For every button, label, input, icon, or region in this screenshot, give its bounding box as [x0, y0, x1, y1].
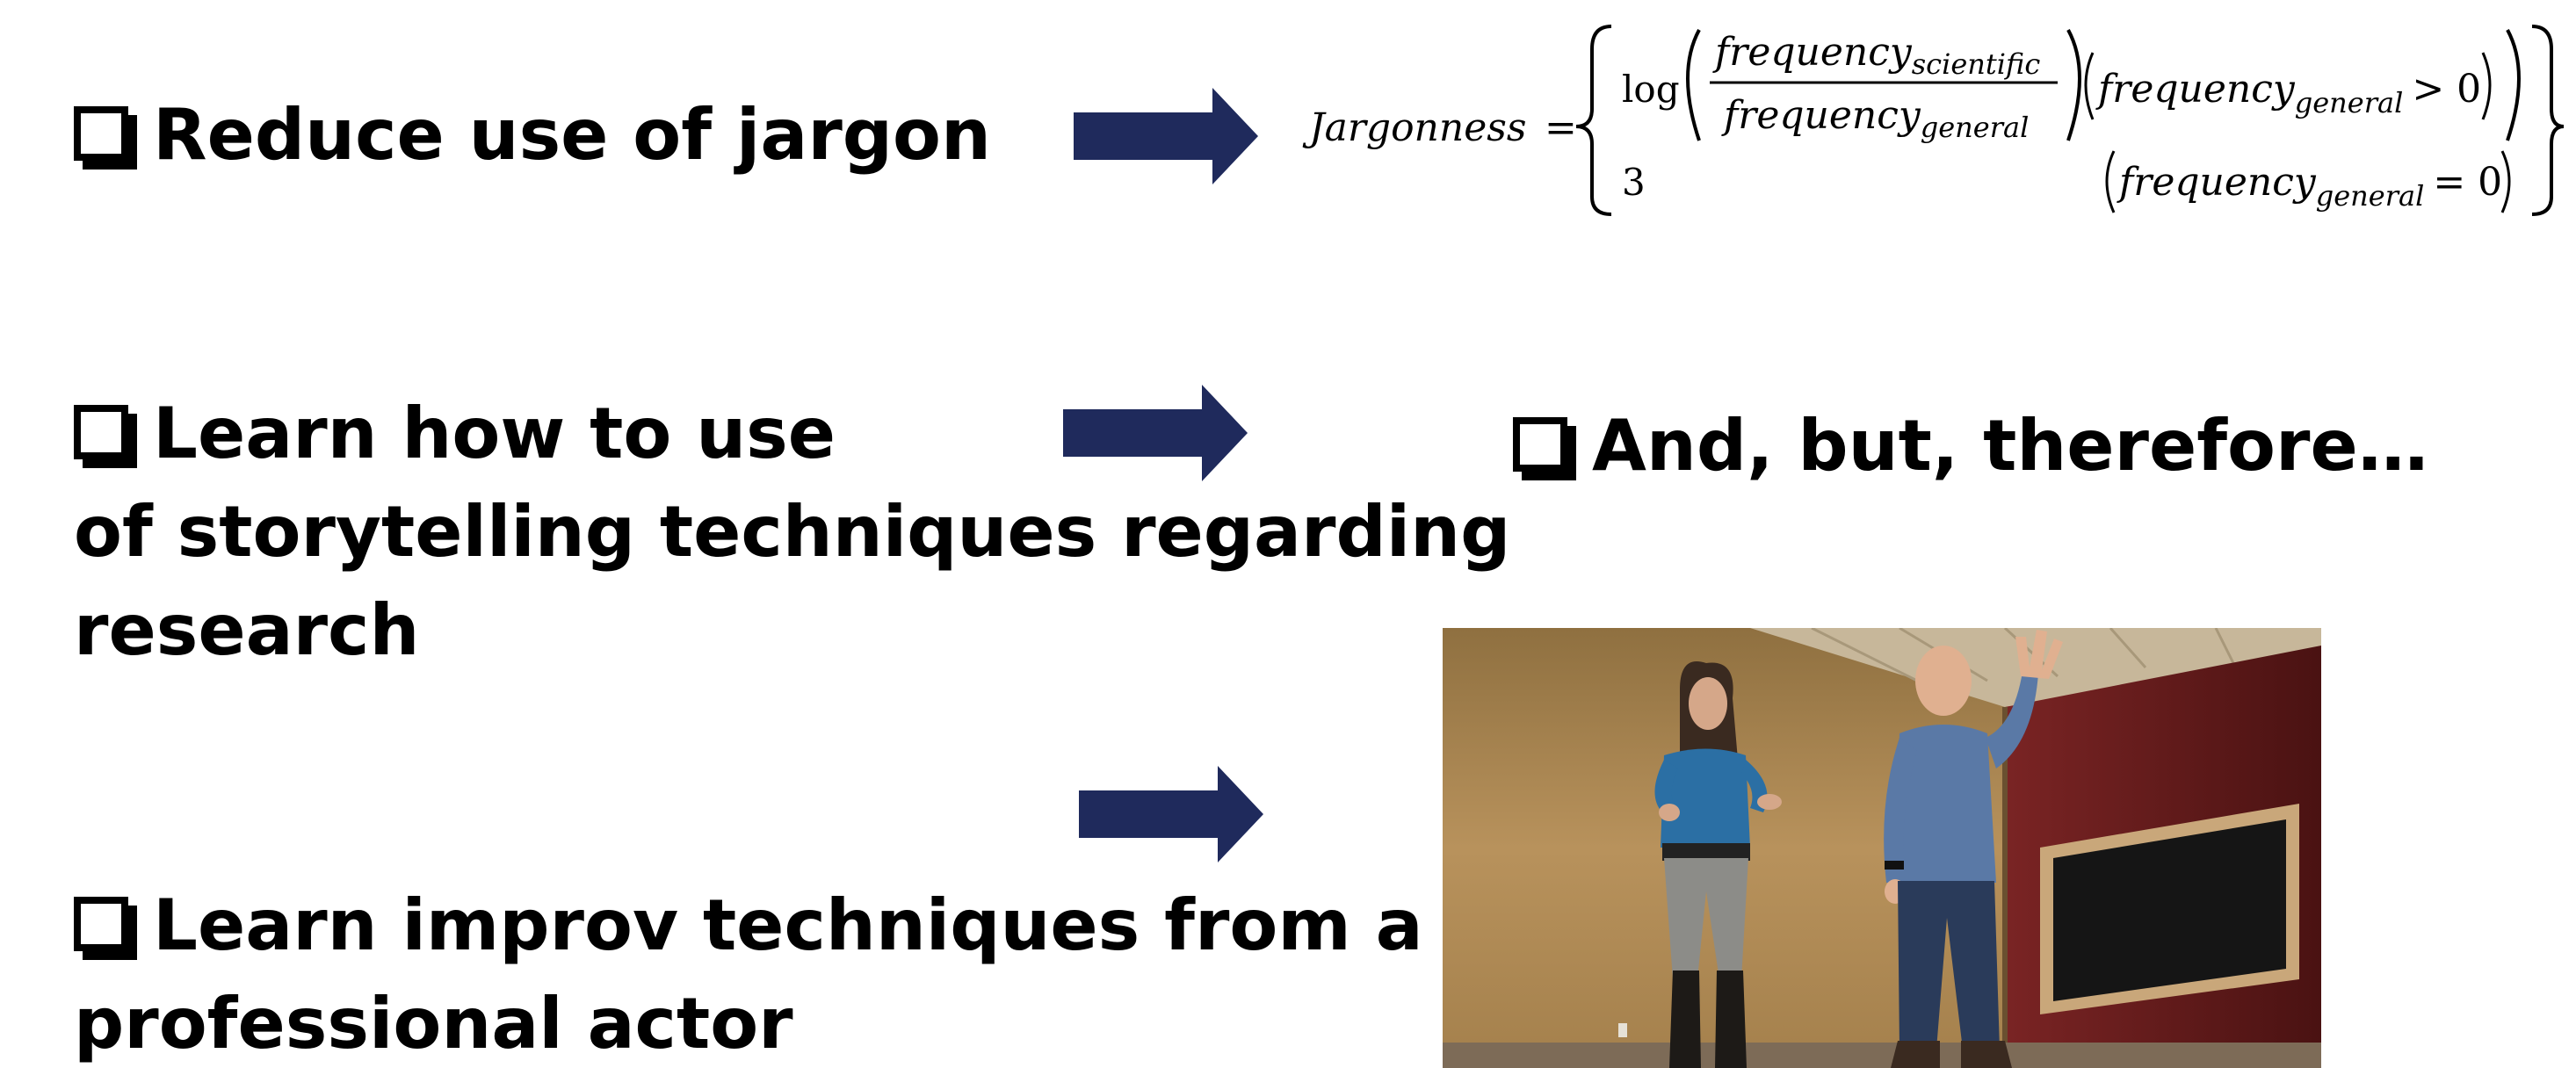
formula-lhs: Jargonness: [1302, 105, 1526, 150]
arrow-right-icon: [1074, 88, 1258, 184]
bullet-text-4: And, but, therefore…: [1592, 405, 2428, 487]
photo-illustration: [1443, 628, 2321, 1068]
arrow-right-icon: [1079, 766, 1263, 862]
jargonness-formula: Jargonness = log frequencyscientific fre…: [1302, 25, 2565, 216]
bullet-text-1: Reduce use of jargon: [153, 94, 991, 176]
formula-case-2-value: 3: [1622, 161, 1646, 204]
bullet-storytelling-line3: research: [74, 589, 420, 671]
formula-condition-2: frequencygeneral= 0: [2117, 160, 2502, 213]
checkbox-icon: [74, 897, 128, 951]
bullet-storytelling: Learn how to use: [74, 385, 836, 483]
bullet-text-3a: Learn improv techniques from a: [153, 884, 1423, 966]
formula-numerator: frequencyscientific: [1712, 30, 2040, 81]
formula-denominator: frequencygeneral: [1721, 93, 2029, 144]
bullet-improv: Learn improv techniques from a: [74, 877, 1423, 975]
checkbox-icon: [1513, 417, 1567, 472]
arrow-right-icon: [1063, 385, 1248, 481]
bullet-reduce-jargon: Reduce use of jargon: [74, 86, 991, 184]
bullet-and-but-therefore: And, but, therefore…: [1513, 397, 2428, 495]
formula-log: log: [1622, 68, 1680, 111]
formula-equals: =: [1545, 105, 1577, 150]
formula-condition-1: frequencygeneral> 0: [2095, 67, 2481, 119]
bullet-improv-line2: professional actor: [74, 983, 793, 1064]
checkbox-icon: [74, 405, 128, 459]
checkbox-icon: [74, 106, 128, 161]
bullet-text-2a: Learn how to use: [153, 393, 836, 474]
bullet-storytelling-line2: of storytelling techniques regarding: [74, 491, 1511, 573]
improv-performers-photo: [1443, 628, 2321, 1068]
